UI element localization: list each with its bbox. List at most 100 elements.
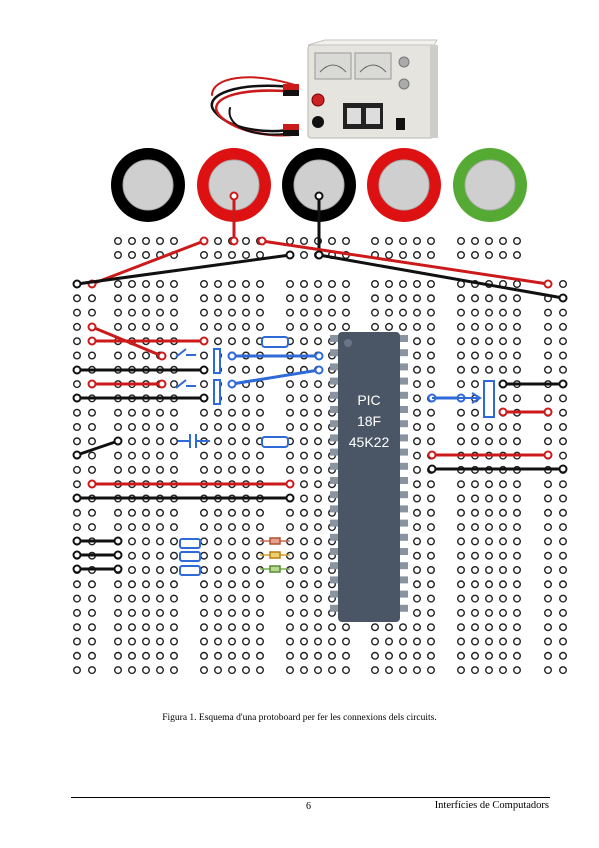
hole: [513, 322, 522, 331]
hole: [513, 608, 522, 617]
resistor: [179, 565, 201, 576]
hole: [499, 508, 508, 517]
hole: [427, 380, 436, 389]
hole: [559, 666, 568, 675]
hole: [342, 236, 351, 245]
wire: [72, 550, 123, 560]
hole: [169, 437, 178, 446]
hole: [427, 236, 436, 245]
hole: [457, 608, 466, 617]
hole: [241, 623, 250, 632]
components: [175, 336, 495, 576]
hole: [300, 322, 309, 331]
hole: [499, 537, 508, 546]
hole: [241, 451, 250, 460]
hole: [457, 551, 466, 560]
hole: [72, 408, 81, 417]
hole: [127, 351, 136, 360]
chip-pin: [330, 406, 340, 413]
hole: [113, 623, 122, 632]
hole: [256, 580, 265, 589]
hole: [87, 637, 96, 646]
hole: [199, 666, 208, 675]
hole: [300, 465, 309, 474]
hole: [199, 451, 208, 460]
hole: [72, 437, 81, 446]
hole: [127, 294, 136, 303]
hole: [314, 580, 323, 589]
hole: [499, 594, 508, 603]
hole: [328, 308, 337, 317]
hole: [72, 666, 81, 675]
chip-pin: [398, 491, 408, 499]
hole: [413, 423, 422, 432]
hole: [286, 408, 295, 417]
hole: [544, 508, 553, 517]
hole: [127, 551, 136, 560]
hole: [155, 408, 164, 417]
hole: [169, 580, 178, 589]
hole: [399, 308, 408, 317]
hole: [499, 250, 508, 259]
hole: [256, 451, 265, 460]
hole: [385, 623, 394, 632]
hole: [499, 608, 508, 617]
hole: [471, 480, 480, 489]
hole: [485, 236, 494, 245]
hole: [371, 294, 380, 303]
hole: [213, 594, 222, 603]
hole: [544, 537, 553, 546]
hole: [256, 637, 265, 646]
hole: [544, 651, 553, 660]
hole: [213, 294, 222, 303]
hole: [559, 494, 568, 503]
hole: [256, 294, 265, 303]
hole: [286, 594, 295, 603]
hole: [241, 551, 250, 560]
hole: [141, 451, 150, 460]
hole: [559, 351, 568, 360]
hole: [155, 437, 164, 446]
chip-pin: [398, 604, 408, 612]
hole: [457, 308, 466, 317]
wire: [498, 407, 553, 417]
wire: [72, 536, 123, 546]
wire: [229, 191, 239, 246]
hole: [300, 637, 309, 646]
hole: [127, 608, 136, 617]
hole: [127, 623, 136, 632]
hole: [559, 580, 568, 589]
hole: [413, 322, 422, 331]
hole: [399, 322, 408, 331]
hole: [169, 236, 178, 245]
hole: [300, 580, 309, 589]
hole: [385, 651, 394, 660]
hole: [300, 380, 309, 389]
hole: [113, 351, 122, 360]
hole: [141, 523, 150, 532]
hole: [155, 523, 164, 532]
hole: [513, 537, 522, 546]
hole: [559, 480, 568, 489]
hole: [113, 508, 122, 517]
hole: [457, 580, 466, 589]
hole: [127, 594, 136, 603]
hole: [113, 408, 122, 417]
chip-pin: [330, 548, 340, 555]
hole: [127, 250, 136, 259]
hole: [155, 280, 164, 289]
hole: [227, 537, 236, 546]
page-number: 6: [306, 801, 311, 812]
hole: [227, 365, 236, 374]
test-leads: [210, 76, 300, 137]
hole: [314, 465, 323, 474]
hole: [513, 308, 522, 317]
hole: [141, 423, 150, 432]
hole: [241, 337, 250, 346]
hole: [499, 523, 508, 532]
chip-pin: [398, 548, 408, 555]
hole: [427, 280, 436, 289]
hole: [256, 566, 265, 575]
hole: [314, 308, 323, 317]
hole: [286, 365, 295, 374]
